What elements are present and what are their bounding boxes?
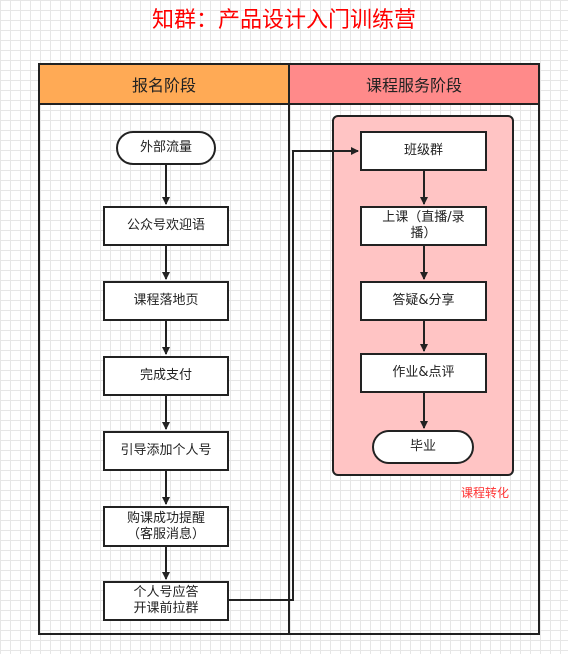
edge-reply-to-class xyxy=(228,147,359,601)
node-payment: 完成支付 xyxy=(103,356,229,396)
node-landing-page: 课程落地页 xyxy=(103,281,229,321)
node-add-personal: 引导添加个人号 xyxy=(103,431,229,471)
node-official-account: 公众号欢迎语 xyxy=(103,206,229,246)
lane-header-course-service: 课程服务阶段 xyxy=(290,65,538,105)
node-homework: 作业&点评 xyxy=(360,353,487,393)
node-graduate: 毕业 xyxy=(372,430,474,464)
node-external-traffic: 外部流量 xyxy=(116,131,216,165)
lane-course-service: 课程服务阶段 xyxy=(288,63,540,635)
node-purchase-reminder: 购课成功提醒 （客服消息） xyxy=(103,506,229,547)
lane-header-signup: 报名阶段 xyxy=(40,65,288,105)
node-personal-reply: 个人号应答 开课前拉群 xyxy=(103,581,229,621)
node-class-group: 班级群 xyxy=(360,131,487,171)
node-qa: 答疑&分享 xyxy=(360,281,487,321)
group-label: 课程转化 xyxy=(461,486,510,500)
page-title: 知群：产品设计入门训练营 xyxy=(151,8,416,33)
node-lesson: 上课（直播/录 播） xyxy=(360,206,487,246)
